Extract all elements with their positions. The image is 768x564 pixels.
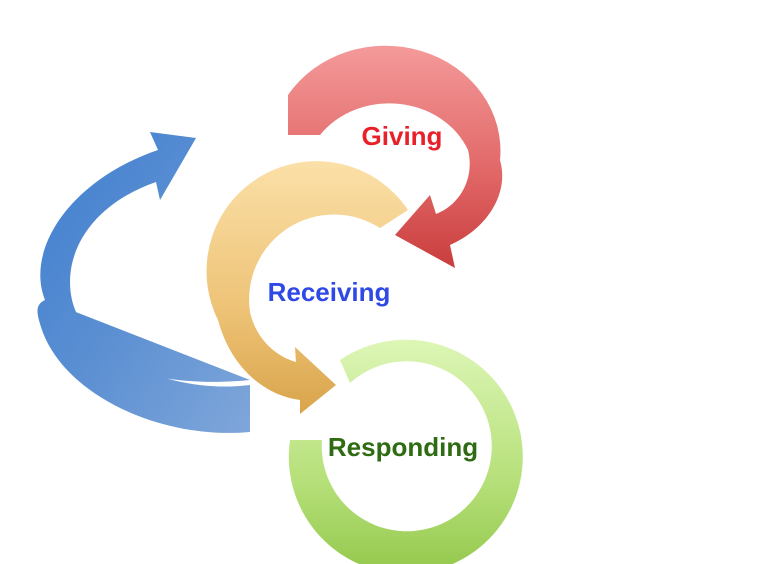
return-arrow-icon [37, 132, 250, 433]
receiving-cycle-arrow-icon [206, 161, 408, 414]
responding-ring-icon [288, 339, 523, 564]
responding-label: Responding [328, 432, 478, 462]
receiving-label: Receiving [268, 277, 391, 307]
giving-cycle-arrow-icon [288, 45, 503, 268]
giving-label: Giving [362, 121, 443, 151]
